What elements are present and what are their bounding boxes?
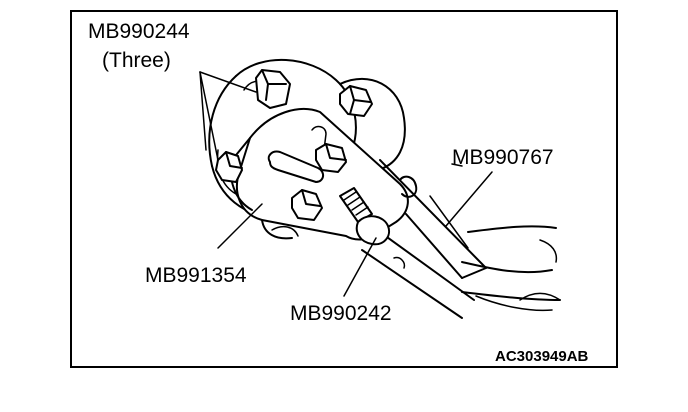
label-mb990244-quantity: (Three) [102, 49, 171, 72]
bolt-top [255, 69, 291, 109]
label-mb990242: MB990242 [290, 302, 392, 325]
label-mb990767: MB990767 [452, 146, 554, 169]
bolt-left [215, 151, 243, 183]
label-mb990244: MB990244 [88, 20, 190, 43]
leader-lines [199, 71, 493, 297]
figure-code: AC303949AB [495, 348, 589, 365]
plate-bolt [291, 189, 323, 221]
threaded-stud [339, 187, 390, 246]
bolt-upper-right [339, 85, 373, 117]
center-bolt [315, 143, 347, 173]
lower-curve [261, 219, 299, 240]
label-mb991354: MB991354 [145, 264, 247, 287]
hand-drawing [461, 225, 561, 312]
lower-bar [361, 231, 475, 319]
handle-knob [399, 175, 418, 198]
